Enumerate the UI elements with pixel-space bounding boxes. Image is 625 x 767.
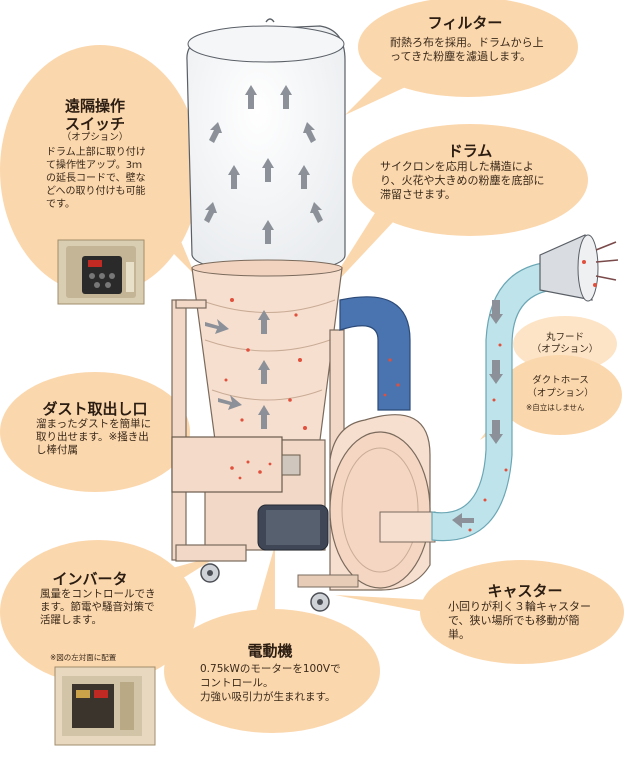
dust-outlet — [171, 436, 301, 493]
motor-title: 電動機 — [247, 642, 293, 660]
callout-dust-outlet — [0, 372, 190, 492]
drum-cyclone-arrows — [205, 310, 270, 429]
inverter-photo — [54, 666, 156, 746]
duct-hose-note: ※自立はしません — [526, 403, 585, 412]
remote-switch-photo — [57, 239, 145, 305]
callout-motor-pointer — [255, 545, 275, 618]
callout-filter-pointer — [345, 70, 410, 115]
fan-housing — [297, 414, 436, 591]
hood-label-2: （オプション） — [531, 344, 599, 355]
drum-title: ドラム — [447, 142, 493, 160]
motor — [257, 504, 329, 551]
drum-sparks — [224, 298, 307, 430]
blue-pipe — [339, 296, 411, 411]
inverter-note: ※図の左対面に配置 — [50, 653, 117, 662]
dust-outlet-title: ダスト取出し口 — [42, 400, 148, 418]
duct-hose-label-1: ダクトホース — [532, 375, 589, 386]
drum-desc: サイクロンを応用した構造により、火花や大きめの粉塵を底部に滞留させます。 — [380, 160, 545, 201]
callout-remote-pointer — [150, 215, 195, 275]
filter-title: フィルター — [427, 14, 503, 32]
filter-desc: 耐熱ろ布を採用。ドラムから上ってきた粉塵を濾過します。 — [390, 36, 544, 63]
round-hood — [539, 234, 619, 302]
caster-title: キャスター — [487, 582, 563, 600]
duct-hose-label-2: （オプション） — [527, 388, 594, 399]
remote-title-2: スイッチ — [64, 115, 125, 133]
filter-airflow-arrows — [204, 85, 323, 244]
motor-desc-1: 0.75kWのモーターを100Vで — [200, 663, 341, 675]
inverter-title: インバータ — [52, 570, 128, 588]
drum — [191, 259, 343, 441]
callout-caster-pointer — [335, 595, 440, 615]
casters — [200, 563, 330, 612]
callout-drum — [352, 124, 588, 236]
motor-desc-2: コントロール。 — [200, 677, 274, 689]
dust-outlet-desc: 溜まったダストを簡単に取り出せます。※掻き出し棒付属 — [36, 418, 152, 456]
remote-subtitle: （オプション） — [61, 132, 129, 143]
callout-duct-hose — [498, 355, 622, 435]
callout-caster — [420, 560, 624, 664]
caster-desc: 小回りが利く３輪キャスターで、狭い場所でも移動が簡単。 — [448, 600, 591, 641]
filter-bag — [186, 18, 346, 273]
inverter-desc: 風量をコントロールできます。節電や騒音対策で活躍します。 — [40, 588, 156, 626]
hood-label-1: 丸フード — [545, 332, 584, 343]
callout-remote — [0, 45, 200, 295]
remote-title-1: 遠隔操作 — [64, 97, 125, 115]
callout-motor — [164, 609, 380, 733]
motor-desc-3: 力強い吸引力が生まれます。 — [200, 691, 336, 703]
callout-inverter — [0, 540, 196, 684]
callout-filter — [358, 0, 578, 97]
remote-desc: ドラム上部に取り付けて操作性アップ。3ｍの延長コードで、壁などへの取り付けも可能… — [46, 147, 146, 210]
